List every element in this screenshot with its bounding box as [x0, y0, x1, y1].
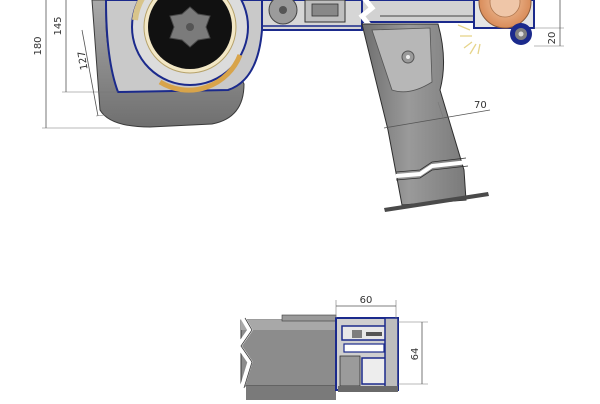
- front-view: 60 64: [235, 295, 428, 400]
- side-view: 180 145 127 20 70: [33, 0, 564, 212]
- handle-arm: [361, 23, 489, 212]
- handle-break-line: [395, 160, 469, 178]
- base-plate: [384, 192, 489, 212]
- dim-label-60: 60: [360, 295, 373, 306]
- dim-label-70: 70: [474, 100, 487, 111]
- dim-label-20: 20: [547, 32, 558, 45]
- front-break-line: [235, 316, 253, 389]
- dim-label-145: 145: [53, 16, 64, 35]
- dim-label-127: 127: [76, 50, 90, 71]
- roller-head: [457, 0, 535, 55]
- beam-break-line: [358, 0, 376, 28]
- front-mechanism: [335, 317, 399, 392]
- dimension-lines-bottom: [335, 300, 428, 385]
- light-rays: [457, 24, 481, 55]
- tensioner-mechanism: [261, 0, 363, 31]
- tape-drum: [131, 0, 249, 93]
- main-beam: [358, 0, 477, 28]
- dimension-lines-top: [42, 0, 564, 129]
- dim-label-180: 180: [33, 36, 44, 55]
- dim-label-64: 64: [410, 348, 421, 361]
